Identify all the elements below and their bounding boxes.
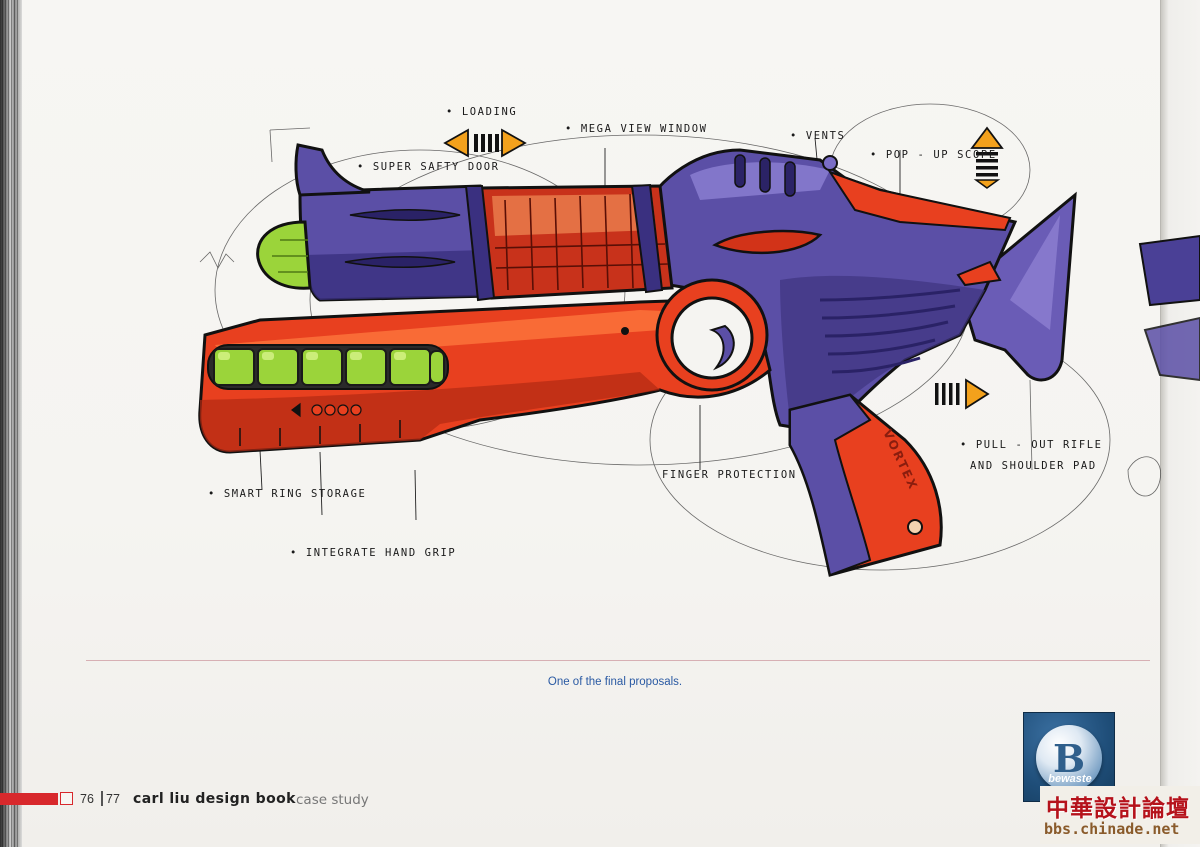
label-finger-protection: FINGER PROTECTION xyxy=(662,469,797,481)
footer-square-icon xyxy=(60,792,73,805)
lime-muzzle xyxy=(256,220,312,290)
label-vents: • VENTS xyxy=(790,130,845,142)
muzzle-lines xyxy=(272,239,308,273)
label-pull-out-rifle: • PULL - OUT RIFLE xyxy=(960,439,1103,451)
footer-red-bar xyxy=(0,793,58,805)
side-ridges xyxy=(819,288,961,374)
trigger xyxy=(708,324,735,371)
pop-up-scope xyxy=(827,170,1012,232)
caption-divider xyxy=(86,660,1150,661)
top-knob xyxy=(822,155,838,171)
figure-caption: One of the final proposals. xyxy=(547,676,683,688)
label-shoulder-pad: AND SHOULDER PAD xyxy=(970,460,1097,472)
label-super-safty-door: • SUPER SAFTY DOOR xyxy=(357,161,500,173)
red-body-shadow xyxy=(199,372,660,452)
frame-screw xyxy=(621,327,629,335)
barrel-bands xyxy=(464,183,664,302)
section-name: case study xyxy=(296,792,369,808)
label-integrate-hand-grip: • INTEGRATE HAND GRIP xyxy=(290,547,456,559)
pop-up-arrow xyxy=(970,126,1004,189)
book-spine xyxy=(0,0,24,847)
label-mega-view-window: • MEGA VIEW WINDOW xyxy=(565,123,708,135)
next-page-edge xyxy=(1160,0,1200,847)
forum-name: 中華設計論壇 xyxy=(1046,796,1190,822)
label-pop-up-scope: • POP - UP SCOPE xyxy=(870,149,997,161)
finger-hole xyxy=(670,296,754,380)
super-safety-door xyxy=(294,143,371,197)
forum-url: bbs.chinade.net xyxy=(1044,820,1180,838)
grip-screw xyxy=(907,519,923,535)
barrel-slots xyxy=(344,209,461,268)
label-smart-ring-storage: • SMART RING STORAGE xyxy=(208,488,366,500)
page-number-left: 76 xyxy=(80,792,94,806)
page-footer: 76 77 carl liu design book case study xyxy=(0,788,420,810)
forum-watermark: 中華設計論壇 bbs.chinade.net xyxy=(1040,786,1200,844)
page-number-separator xyxy=(101,791,103,806)
ring-cell-highlights xyxy=(218,352,406,360)
vent-slots xyxy=(734,154,796,197)
window-glass-glare xyxy=(492,194,656,236)
grip-purple-back xyxy=(789,393,872,577)
book-title: carl liu design book xyxy=(133,791,296,807)
label-loading: • LOADING xyxy=(446,106,517,118)
spine-page-edges xyxy=(2,0,18,847)
logo-letter: B xyxy=(1052,736,1086,781)
logo-sphere-icon: B xyxy=(1036,725,1102,791)
window-internals xyxy=(494,193,669,291)
ring-storage-buttons xyxy=(291,402,362,418)
next-page-sketch-fragment xyxy=(1138,234,1200,382)
stock-highlight xyxy=(1010,215,1060,330)
loading-arrows xyxy=(443,128,527,158)
side-window-red xyxy=(712,229,823,255)
pull-out-arrow xyxy=(935,378,990,410)
logo-word: bewaste xyxy=(1048,773,1092,785)
hand-grip-ticks xyxy=(239,420,401,446)
smart-ring-cells xyxy=(213,348,445,386)
rear-red-accent xyxy=(956,260,1002,287)
page-number-right: 77 xyxy=(106,792,120,806)
